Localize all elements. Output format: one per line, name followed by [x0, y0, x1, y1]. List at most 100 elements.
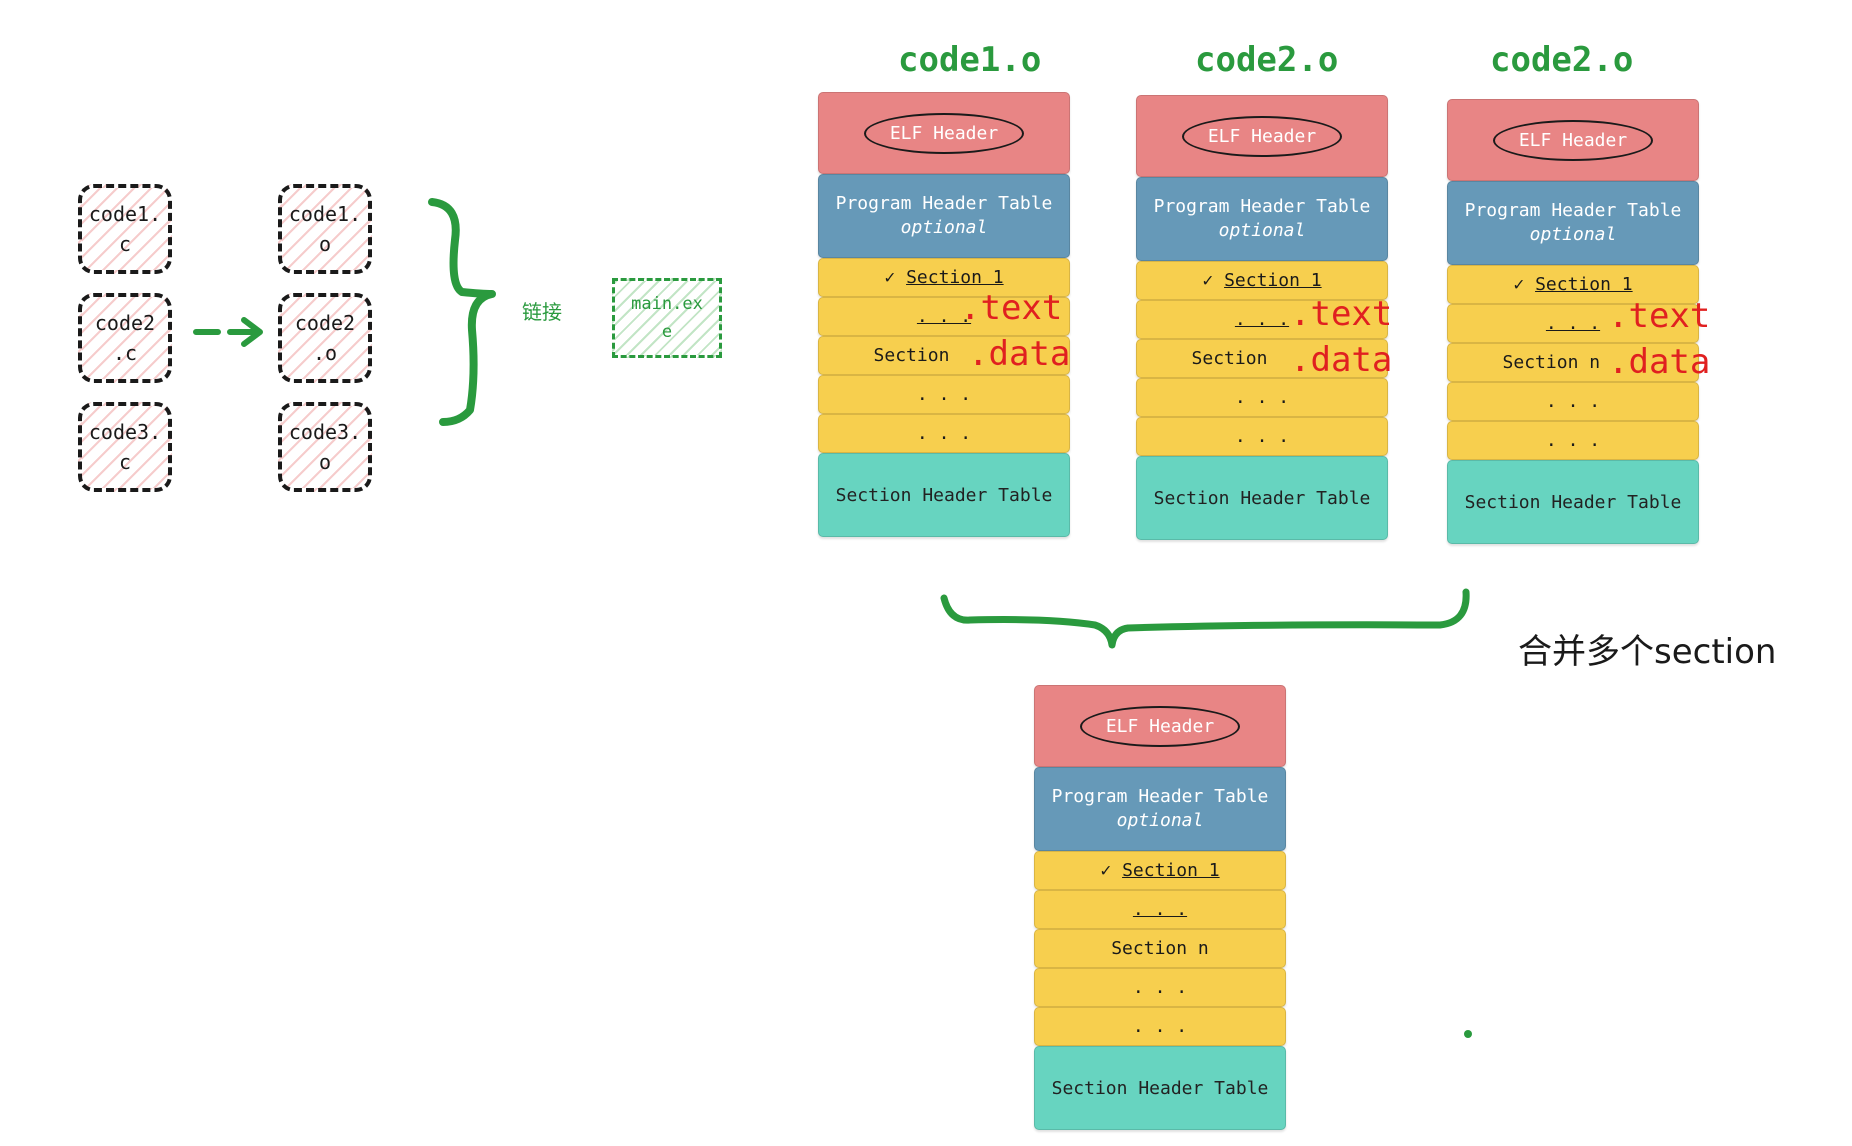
data-annotation-1: .data — [968, 334, 1071, 374]
section-n-block: Section — [1136, 339, 1388, 378]
exe-ext: e — [661, 322, 673, 342]
section-dots-block: . . . — [1034, 890, 1286, 929]
merge-sections-label: 合并多个section — [1518, 632, 1777, 672]
section-header-table-block: Section Header Table — [1447, 460, 1699, 544]
pht-label: Program Header Table — [835, 193, 1053, 214]
pht-label: Program Header Table — [1051, 786, 1269, 807]
section-1-label: Section 1 — [1224, 270, 1322, 291]
elf-header-label: ELF Header — [1079, 705, 1241, 747]
program-header-table-block: Program Header Table optional — [1447, 181, 1699, 265]
section-dots-label: . . . — [1545, 391, 1601, 412]
section-1-block: ✓ Section 1 — [1136, 261, 1388, 300]
elf-header-label: ELF Header — [1181, 115, 1343, 157]
source-file-code1: code1. c — [78, 184, 172, 274]
object-file-ext: o — [318, 450, 332, 474]
source-file-ext: .c — [112, 341, 138, 365]
object-file-ext: o — [318, 232, 332, 256]
pht-optional-label: optional — [1116, 810, 1204, 831]
executable-file: main.ex e — [612, 278, 722, 358]
sht-label: Section Header Table — [1051, 1077, 1269, 1099]
object-file-code1: code1. o — [278, 184, 372, 274]
data-annotation-2: .data — [1290, 340, 1393, 380]
dot-mark-icon — [1464, 1030, 1472, 1038]
section-dots-label: . . . — [1545, 430, 1601, 451]
source-file-code2: code2 .c — [78, 293, 172, 383]
section-dots-label: . . . — [1234, 387, 1290, 408]
source-file-code3: code3. c — [78, 402, 172, 492]
source-file-ext: c — [118, 450, 132, 474]
link-label: 链接 — [522, 300, 562, 324]
section-dots-label: . . . — [916, 423, 972, 444]
compile-arrow-icon — [193, 317, 263, 347]
pht-label: Program Header Table — [1464, 200, 1682, 221]
source-file-name: code2 — [94, 311, 156, 335]
pht-optional-label: optional — [1218, 220, 1306, 241]
check-icon: ✓ — [1513, 274, 1525, 295]
section-1-label: Section 1 — [1535, 274, 1633, 295]
section-dots-block: . . . — [1136, 300, 1388, 339]
object-file-ext: .o — [312, 341, 338, 365]
elf-header-label: ELF Header — [863, 112, 1025, 154]
section-header-table-block: Section Header Table — [1034, 1046, 1286, 1130]
text-annotation-2: .text — [1290, 294, 1393, 334]
section-header-table-block: Section Header Table — [818, 453, 1070, 537]
merge-brace-icon — [940, 588, 1470, 649]
section-1-block: ✓ Section 1 — [1034, 851, 1286, 890]
source-file-name: code3. — [88, 420, 162, 444]
column-title-1: code1.o — [898, 40, 1042, 80]
elf-stack-code3: ELF Header Program Header Table optional… — [1447, 99, 1699, 544]
column-title-3: code2.o — [1490, 40, 1634, 80]
section-dots-label: . . . — [1545, 313, 1601, 334]
elf-header-label: ELF Header — [1492, 119, 1654, 161]
section-1-label: Section 1 — [1122, 860, 1220, 881]
section-n-label: Section n — [1111, 938, 1209, 959]
section-n-label: Section — [873, 345, 950, 366]
object-file-name: code1. — [288, 202, 362, 226]
elf-header-block: ELF Header — [1136, 95, 1388, 177]
section-dots-block: . . . — [1034, 1007, 1286, 1046]
link-brace-icon — [428, 198, 496, 426]
elf-header-block: ELF Header — [1034, 685, 1286, 767]
pht-optional-label: optional — [1529, 224, 1617, 245]
sht-label: Section Header Table — [1464, 491, 1682, 513]
section-1-label: Section 1 — [906, 267, 1004, 288]
section-n-block: Section — [818, 336, 1070, 375]
source-file-name: code1. — [88, 202, 162, 226]
elf-stack-merged: ELF Header Program Header Table optional… — [1034, 685, 1286, 1130]
check-icon: ✓ — [1202, 270, 1214, 291]
text-annotation-1: .text — [960, 288, 1063, 328]
data-annotation-3: .data — [1608, 342, 1711, 382]
section-dots-block: . . . — [818, 375, 1070, 414]
section-1-block: ✓ Section 1 — [818, 258, 1070, 297]
section-dots-block: . . . — [818, 297, 1070, 336]
check-icon: ✓ — [1100, 860, 1112, 881]
section-dots-label: . . . — [1234, 309, 1290, 330]
elf-stack-code1: ELF Header Program Header Table optional… — [818, 92, 1070, 537]
elf-header-block: ELF Header — [1447, 99, 1699, 181]
elf-header-block: ELF Header — [818, 92, 1070, 174]
pht-label: Program Header Table — [1153, 196, 1371, 217]
object-file-code3: code3. o — [278, 402, 372, 492]
section-dots-label: . . . — [916, 384, 972, 405]
program-header-table-block: Program Header Table optional — [1034, 767, 1286, 851]
section-dots-label: . . . — [916, 306, 972, 327]
exe-name: main.ex — [631, 294, 703, 314]
section-dots-block: . . . — [1136, 417, 1388, 456]
section-dots-block: . . . — [1136, 378, 1388, 417]
check-icon: ✓ — [884, 267, 896, 288]
section-dots-block: . . . — [1447, 382, 1699, 421]
sht-label: Section Header Table — [1153, 487, 1371, 509]
section-n-label: Section n — [1502, 352, 1601, 373]
section-n-label: Section — [1191, 348, 1268, 369]
program-header-table-block: Program Header Table optional — [818, 174, 1070, 258]
object-file-code2: code2 .o — [278, 293, 372, 383]
section-n-block: Section n — [1034, 929, 1286, 968]
section-header-table-block: Section Header Table — [1136, 456, 1388, 540]
sht-label: Section Header Table — [835, 484, 1053, 506]
text-annotation-3: .text — [1608, 296, 1711, 336]
section-dots-label: . . . — [1132, 977, 1188, 998]
section-dots-block: . . . — [1447, 304, 1699, 343]
elf-stack-code2: ELF Header Program Header Table optional… — [1136, 95, 1388, 540]
object-file-name: code2 — [294, 311, 356, 335]
